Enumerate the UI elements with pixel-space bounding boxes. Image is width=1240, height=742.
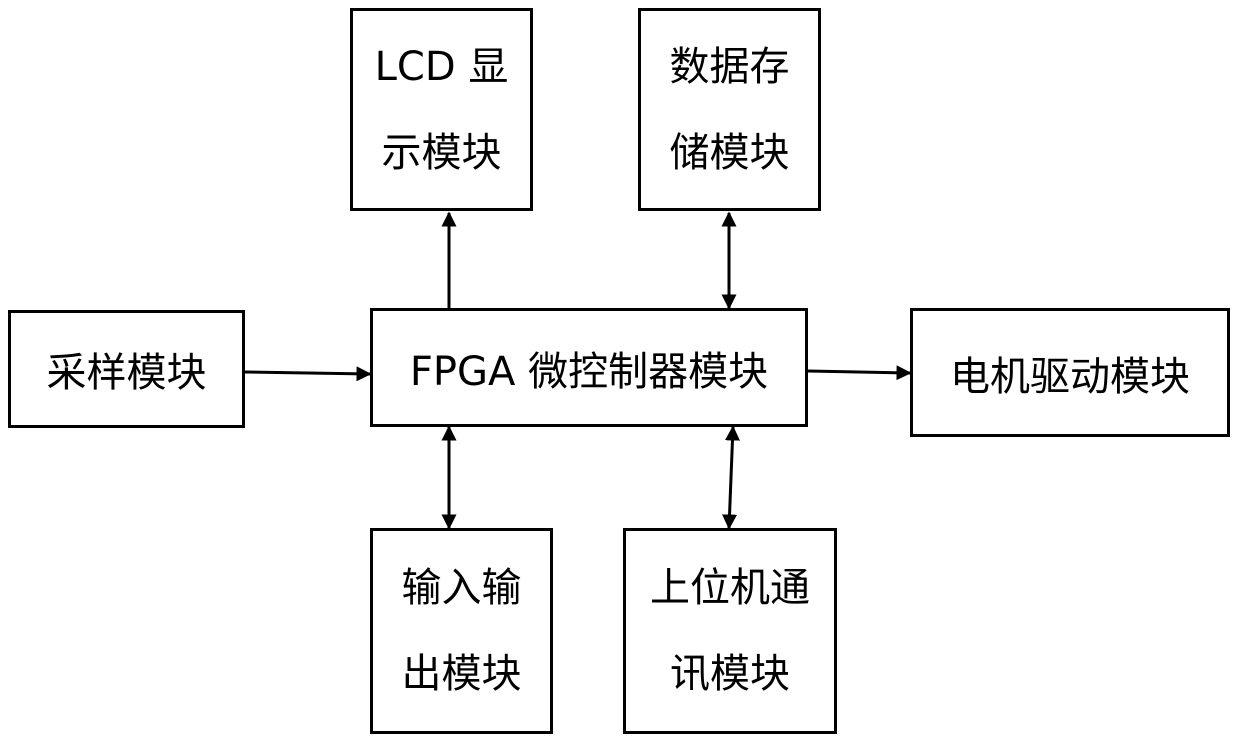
io-module-box: 输入输 出模块 xyxy=(370,528,553,734)
arrow-fpga-to-motor xyxy=(807,365,912,381)
arrow-fpga-host xyxy=(722,425,740,530)
storage-label-line2: 储模块 xyxy=(669,129,790,176)
host-label-line2: 讯模块 xyxy=(670,651,790,697)
host-label-line1: 上位机通 xyxy=(650,565,810,611)
motor-driver-module-box: 电机驱动模块 xyxy=(910,308,1230,437)
lcd-display-module-box: LCD 显 示模块 xyxy=(350,8,533,211)
data-storage-module-box: 数据存 储模块 xyxy=(638,8,821,211)
motor-label: 电机驱动模块 xyxy=(950,353,1190,400)
fpga-controller-module-box: FPGA 微控制器模块 xyxy=(370,308,808,427)
lcd-label-line1: LCD 显 xyxy=(374,43,509,90)
sampling-label: 采样模块 xyxy=(46,350,207,396)
host-communication-module-box: 上位机通 讯模块 xyxy=(623,528,837,734)
io-label-line1: 输入输 xyxy=(401,565,522,611)
sampling-module-box: 采样模块 xyxy=(8,310,245,428)
arrow-sampling-to-fpga xyxy=(244,366,372,382)
storage-label-line1: 数据存 xyxy=(669,43,790,90)
fpga-label: FPGA 微控制器模块 xyxy=(409,348,769,395)
io-label-line2: 出模块 xyxy=(401,651,522,697)
lcd-label-line2: 示模块 xyxy=(381,129,502,176)
